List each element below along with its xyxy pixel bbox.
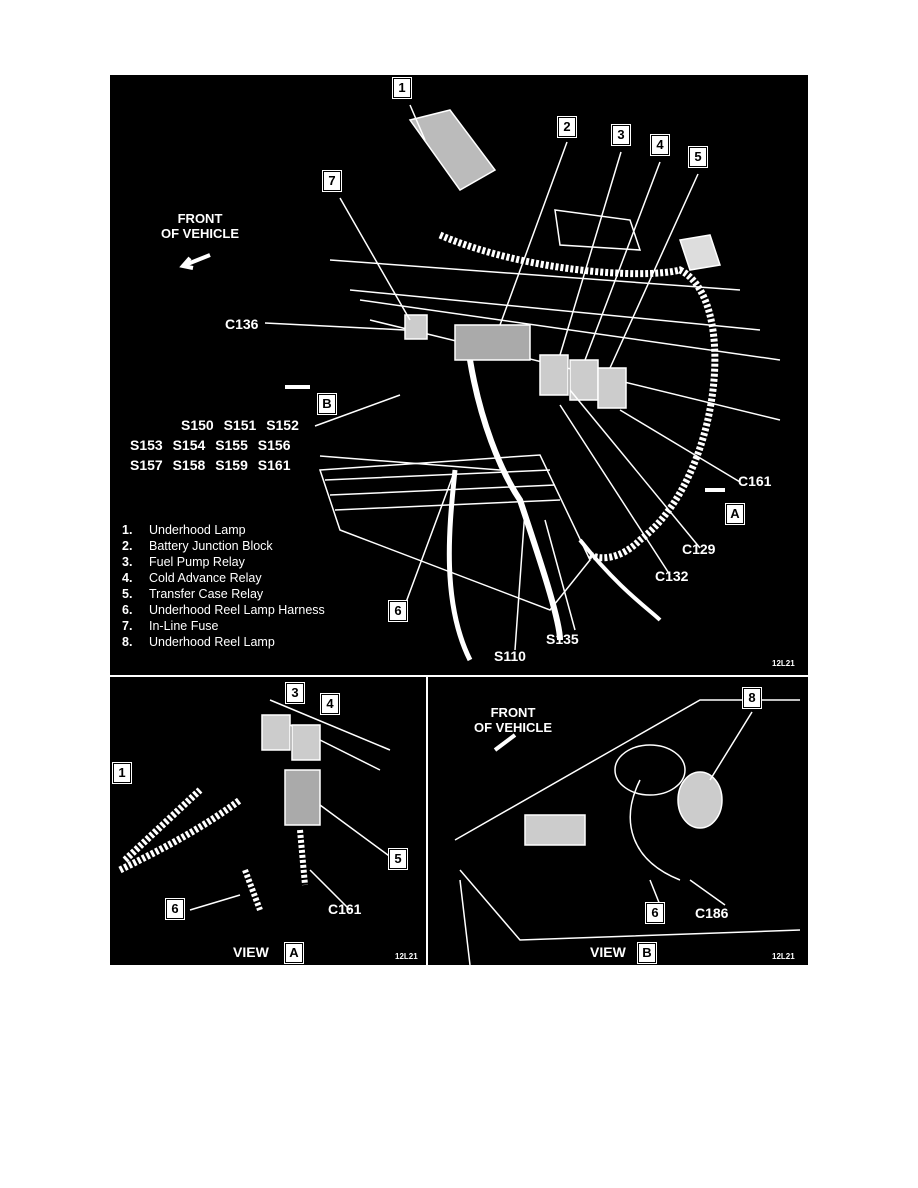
splice: S153 (130, 437, 163, 453)
legend-num: 7. (122, 619, 133, 633)
view-a-callout-4: 4 (320, 693, 340, 715)
splice: S159 (215, 457, 248, 473)
view-a-title: VIEW (233, 944, 269, 960)
front-of-vehicle-label: FRONT OF VEHICLE (160, 211, 240, 241)
callout-2: 2 (557, 116, 577, 138)
legend-label: Underhood Lamp (149, 523, 246, 537)
legend-num: 4. (122, 571, 133, 585)
view-a-sketch (118, 699, 393, 912)
view-a-marker: A (725, 503, 745, 525)
connector-c161: C161 (738, 473, 772, 489)
legend-label: In-Line Fuse (149, 619, 219, 633)
legend-label: Underhood Reel Lamp Harness (149, 603, 325, 617)
splice-row-2: S153 S154 S155 S156 (130, 437, 290, 453)
splice-row-3: S157 S158 S159 S161 (130, 457, 290, 473)
legend-label: Cold Advance Relay (149, 571, 262, 585)
view-b-title: VIEW (590, 944, 626, 960)
splice-s135: S135 (546, 631, 579, 647)
main-view-sketch (179, 104, 781, 662)
callout-6: 6 (388, 600, 408, 622)
view-a-callout-3: 3 (285, 682, 305, 704)
legend-item: 5. Transfer Case Relay (122, 586, 325, 602)
front-label-line1: FRONT (490, 705, 536, 720)
splice-s110: S110 (494, 648, 526, 664)
view-a-title-marker: A (284, 942, 304, 964)
view-a-callout-6: 6 (165, 898, 185, 920)
legend-label: Battery Junction Block (149, 539, 273, 553)
callout-4: 4 (650, 134, 670, 156)
legend-label: Fuel Pump Relay (149, 555, 245, 569)
splice: S156 (257, 437, 291, 453)
view-b-callout-8: 8 (742, 687, 762, 709)
view-a-callout-5: 5 (388, 848, 408, 870)
connector-c132: C132 (655, 568, 689, 584)
legend-num: 6. (122, 603, 133, 617)
component-legend: 1. Underhood Lamp 2. Battery Junction Bloc… (122, 522, 325, 650)
connector-c129: C129 (682, 541, 716, 557)
callout-1: 1 (392, 77, 412, 99)
view-b-front-of-vehicle-label: FRONT OF VEHICLE (458, 705, 568, 735)
legend-label: Underhood Reel Lamp (149, 635, 275, 649)
splice: S155 (215, 437, 248, 453)
splice: S157 (130, 457, 163, 473)
legend-num: 2. (122, 539, 133, 553)
legend-num: 8. (122, 635, 133, 649)
legend-item: 4. Cold Advance Relay (122, 570, 325, 586)
legend-num: 5. (122, 587, 133, 601)
view-a-code: 12L21 (395, 952, 418, 961)
figure-code: 12L21 (772, 659, 795, 668)
front-label-line2: OF VEHICLE (160, 226, 239, 241)
front-label-line2: OF VEHICLE (473, 720, 552, 735)
view-b-marker: B (317, 393, 337, 415)
legend-item: 8. Underhood Reel Lamp (122, 634, 325, 650)
splice: S154 (172, 437, 206, 453)
view-b-connector-c186: C186 (695, 905, 729, 921)
callout-5: 5 (688, 146, 708, 168)
connector-c136: C136 (225, 316, 259, 332)
splice: S150 (181, 417, 214, 433)
legend-item: 7. In-Line Fuse (122, 618, 325, 634)
view-b-title-marker: B (637, 942, 657, 964)
view-a-callout-1: 1 (112, 762, 132, 784)
splice: S151 (223, 417, 257, 433)
view-a-connector-c161: C161 (328, 901, 362, 917)
front-label-line1: FRONT (177, 211, 223, 226)
splice: S161 (257, 457, 291, 473)
callout-3: 3 (611, 124, 631, 146)
legend-num: 3. (122, 555, 133, 569)
splice: S158 (172, 457, 206, 473)
legend-item: 3. Fuel Pump Relay (122, 554, 325, 570)
splice-row-1: S150 S151 S152 (181, 417, 299, 433)
legend-num: 1. (122, 523, 133, 537)
legend-item: 6. Underhood Reel Lamp Harness (122, 602, 325, 618)
legend-item: 1. Underhood Lamp (122, 522, 325, 538)
callout-7: 7 (322, 170, 342, 192)
legend-label: Transfer Case Relay (149, 587, 264, 601)
view-b-callout-6: 6 (645, 902, 665, 924)
splice: S152 (266, 417, 299, 433)
legend-item: 2. Battery Junction Block (122, 538, 325, 554)
view-b-code: 12L21 (772, 952, 795, 961)
view-b-sketch (454, 699, 801, 966)
